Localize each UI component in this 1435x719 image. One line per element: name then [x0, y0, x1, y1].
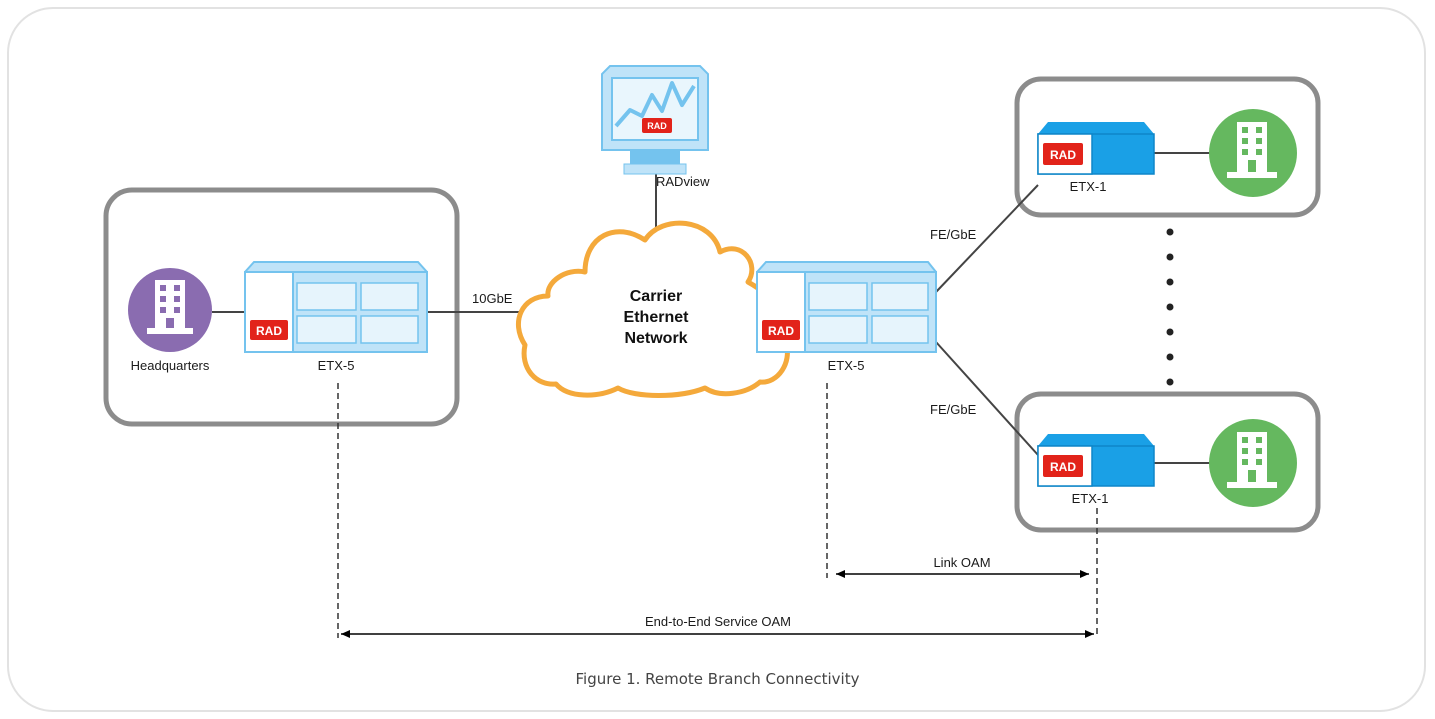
rad-logo-icon: RAD: [647, 121, 667, 131]
link-oam-label: Link OAM: [933, 555, 990, 570]
building-icon: [128, 268, 212, 352]
figure-caption: Figure 1. Remote Branch Connectivity: [575, 670, 860, 688]
e2e-oam-label: End-to-End Service OAM: [645, 614, 791, 629]
figure-frame: [7, 7, 1426, 712]
building-icon: [1209, 419, 1297, 507]
link-10gbe-label: 10GbE: [472, 291, 513, 306]
etx1-bottom-label: ETX-1: [1072, 491, 1109, 506]
etx1-device-bottom: RAD: [1037, 434, 1155, 487]
etx5-device-right: RAD: [756, 261, 937, 353]
headquarters-label: Headquarters: [131, 358, 210, 373]
rad-logo-icon: RAD: [256, 324, 282, 338]
oam-endpoint-lines: [337, 383, 1098, 638]
etx5-device-left: RAD: [244, 261, 428, 353]
link-fe-gbe-bottom-label: FE/GbE: [930, 402, 977, 417]
rad-logo-icon: RAD: [768, 324, 794, 338]
branch-site-box-bottom: [1014, 391, 1321, 533]
etx1-device-top: RAD: [1037, 122, 1155, 175]
etx5-left-label: ETX-5: [318, 358, 355, 373]
rad-logo-icon: RAD: [1050, 460, 1076, 474]
cloud-label-line2: Ethernet: [624, 309, 690, 326]
etx5-right-label: ETX-5: [828, 358, 865, 373]
link-fe-gbe-top-label: FE/GbE: [930, 227, 977, 242]
more-branches-dots: [1166, 228, 1174, 386]
monitor-icon: RAD: [601, 65, 709, 175]
rad-logo-icon: RAD: [1050, 148, 1076, 162]
headquarters-site-box: [103, 187, 460, 427]
cloud-label-line3: Network: [624, 330, 687, 347]
connection-lines: [212, 152, 1210, 464]
etx1-top-label: ETX-1: [1070, 179, 1107, 194]
radview-label: RADview: [656, 174, 710, 189]
branch-site-box-top: [1014, 76, 1321, 218]
building-icon: [1209, 109, 1297, 197]
cloud-label-line1: Carrier: [630, 288, 682, 305]
cloud-icon: Carrier Ethernet Network: [515, 220, 790, 398]
